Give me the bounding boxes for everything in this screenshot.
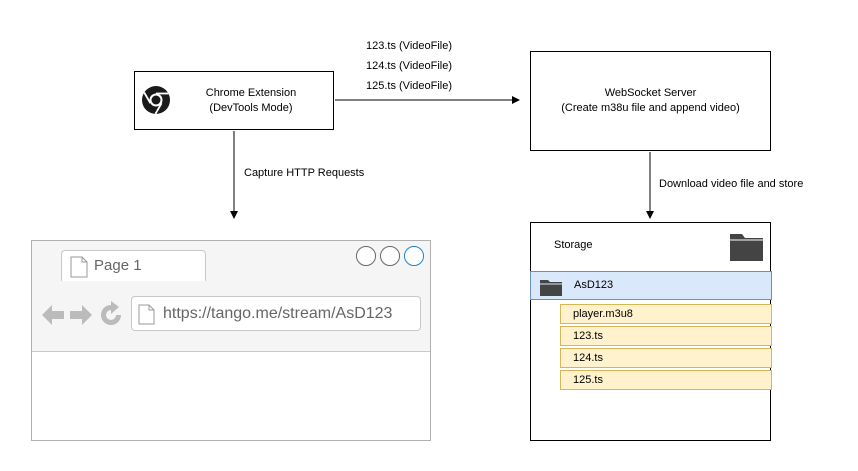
document-icon [138,304,155,325]
refresh-icon[interactable] [101,301,121,325]
browser-window: Page 1 https://tango.me/stream/AsD123 [31,240,431,441]
file-name: player.m3u8 [573,308,633,320]
arrow-to-server-labels: 123.ts (VideoFile) 124.ts (VideoFile) 12… [366,39,452,99]
document-icon [70,256,88,278]
browser-tab[interactable]: Page 1 [61,250,206,282]
browser-toolbar: https://tango.me/stream/AsD123 [32,281,430,352]
capture-label: Capture HTTP Requests [244,167,365,179]
window-button-minimize[interactable] [356,246,376,266]
chrome-extension-node: Chrome Extension (DevTools Mode) [134,71,334,130]
chrome-extension-label: Chrome Extension (DevTools Mode) [171,86,331,116]
navigation-icons [42,301,121,325]
url-text: https://tango.me/stream/AsD123 [163,305,393,322]
websocket-server-node: WebSocket Server (Create m38u file and a… [530,51,771,151]
file-row[interactable]: 124.ts [560,348,772,368]
storage-panel: Storage AsD123 player.m3u8 123.ts 124.ts… [530,222,772,441]
file-label-2: 124.ts (VideoFile) [366,60,453,72]
file-label-1: 123.ts (VideoFile) [366,40,453,52]
chrome-extension-mode: (DevTools Mode) [209,102,293,114]
folder-row[interactable]: AsD123 [530,271,772,300]
folder-icon [730,234,763,261]
file-label-3: 125.ts (VideoFile) [366,80,453,92]
folder-icon [540,280,562,296]
file-row[interactable]: 123.ts [560,326,772,346]
window-button-maximize[interactable] [380,246,400,266]
file-name: 123.ts [573,330,603,342]
chrome-extension-title: Chrome Extension [205,87,297,99]
tab-label: Page 1 [94,257,142,274]
url-bar[interactable]: https://tango.me/stream/AsD123 [131,296,421,331]
file-row[interactable]: 125.ts [560,370,772,390]
file-name: 125.ts [573,374,603,386]
back-arrow-icon[interactable] [42,305,64,325]
websocket-server-description: (Create m38u file and append video) [561,102,740,114]
forward-arrow-icon[interactable] [70,305,92,325]
folder-name: AsD123 [574,279,614,291]
store-label: Download video file and store [659,178,804,190]
websocket-server-title: WebSocket Server [604,87,697,99]
file-row[interactable]: player.m3u8 [560,304,772,324]
websocket-server-label: WebSocket Server (Create m38u file and a… [531,86,770,116]
chrome-icon [142,86,170,115]
window-button-close[interactable] [404,246,424,266]
file-name: 124.ts [573,352,603,364]
browser-tab-bar: Page 1 [32,241,430,282]
storage-title: Storage [554,239,593,251]
